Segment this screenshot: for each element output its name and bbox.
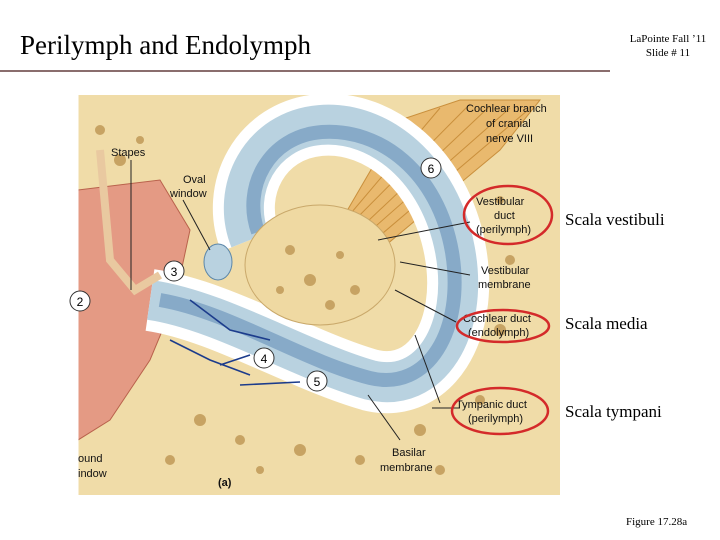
svg-text:2: 2 <box>77 295 84 309</box>
modiolus <box>244 204 396 326</box>
label-cochlear-branch-2: of cranial <box>486 118 531 130</box>
label-basilar-membrane-2: membrane <box>380 462 433 474</box>
label-vestibular-duct-2: duct <box>494 210 515 222</box>
figure-caption: Figure 17.28a <box>626 516 688 528</box>
svg-text:6: 6 <box>428 162 435 176</box>
author-line: LaPointe Fall ’11 <box>629 33 707 45</box>
label-vestibular-duct-3: (perilymph) <box>476 224 531 236</box>
svg-text:3: 3 <box>171 265 178 279</box>
slide-number: Slide # 11 <box>645 47 691 59</box>
highlight-cochlear-duct <box>455 308 551 344</box>
label-basilar-membrane: Basilar <box>392 447 426 459</box>
label-cochlear-branch-3: nerve VIII <box>486 133 533 145</box>
label-oval-window-2: window <box>169 188 207 200</box>
bone-pores <box>95 125 515 475</box>
step-4-marker: 4 <box>253 347 275 369</box>
step-6-marker: 6 <box>420 157 442 179</box>
scala-vestibuli-label: Scala vestibuli <box>565 210 665 229</box>
flow-arrows <box>169 299 301 386</box>
label-stapes: Stapes <box>111 147 146 159</box>
step-5-marker: 5 <box>306 370 328 392</box>
label-cochlear-branch: Cochlear branch <box>466 103 547 115</box>
label-tympanic-duct-2: (perilymph) <box>468 413 523 425</box>
cochlear-duct-shape <box>158 124 462 387</box>
label-oval-window: Oval <box>183 174 206 186</box>
step-3-marker: 3 <box>163 260 185 282</box>
slide-info: LaPointe Fall ’11 Slide # 11 <box>618 32 718 60</box>
label-vestibular-membrane: Vestibular <box>481 265 530 277</box>
title-divider <box>0 70 610 72</box>
highlight-tympanic-duct <box>450 386 550 436</box>
label-cochlear-duct: Cochlear duct <box>463 313 531 325</box>
label-round-window: ound <box>78 453 102 465</box>
stapes-bone <box>96 149 163 296</box>
oval-window <box>203 243 233 281</box>
leader-lines <box>130 160 471 441</box>
panel-label: (a) <box>218 477 232 489</box>
label-tympanic-duct: Tympanic duct <box>456 399 527 411</box>
scala-tympani-label: Scala tympani <box>565 402 662 421</box>
svg-text:5: 5 <box>314 375 321 389</box>
svg-text:4: 4 <box>261 352 268 366</box>
scala-media-label: Scala media <box>565 314 648 333</box>
highlight-vestibular-duct <box>462 184 554 246</box>
slide-title: Perilymph and Endolymph <box>20 30 311 60</box>
label-round-window-2: indow <box>78 468 107 480</box>
label-vestibular-duct: Vestibular <box>476 196 525 208</box>
label-vestibular-membrane-2: membrane <box>478 279 531 291</box>
step-2-marker: 2 <box>69 290 91 312</box>
label-cochlear-duct-2: (endolymph) <box>468 327 529 339</box>
